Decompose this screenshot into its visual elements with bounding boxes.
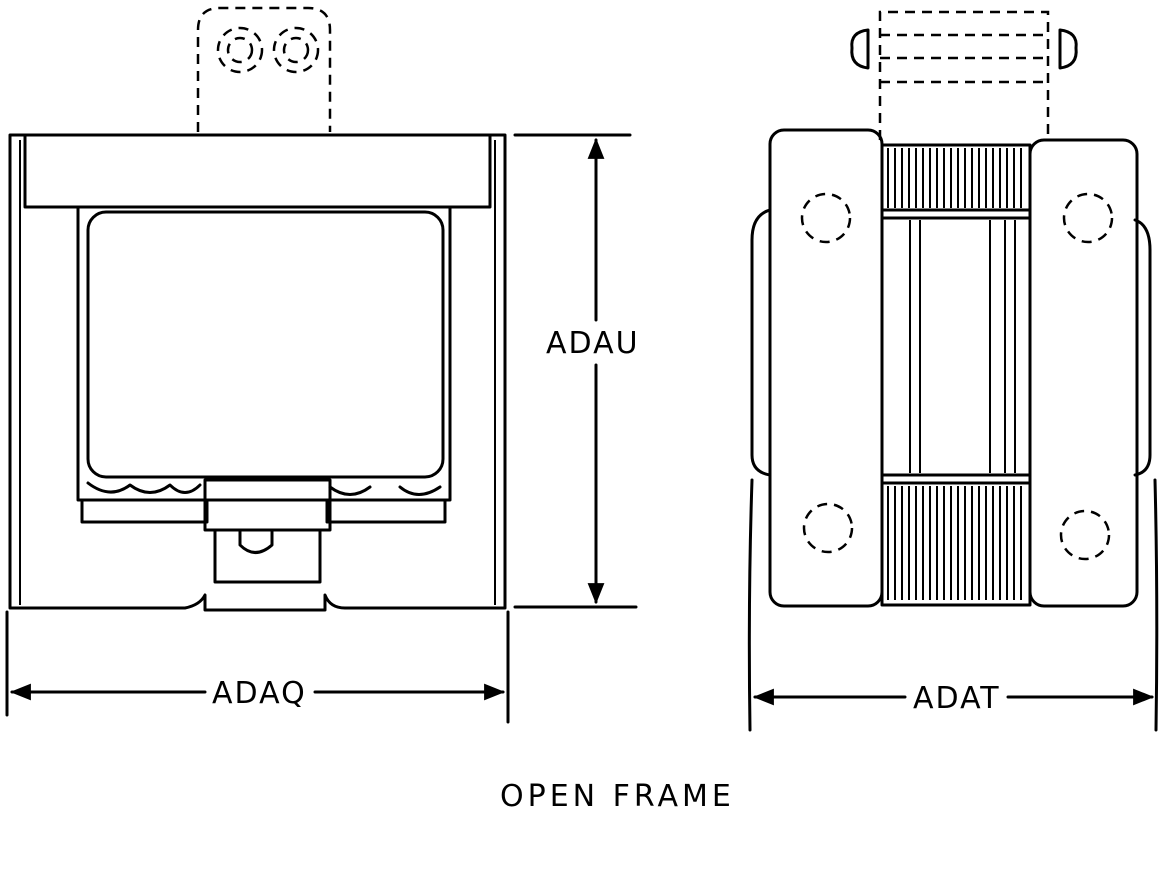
top-bracket — [23, 133, 492, 209]
side-view — [750, 10, 1152, 608]
front-view — [8, 6, 507, 612]
dimension-label-adaq: ADAQ — [212, 676, 307, 711]
terminal-tab-hidden — [196, 6, 332, 132]
bobbin — [880, 143, 1032, 607]
caption: OPEN FRAME — [500, 779, 735, 814]
dimension-adat: ADAT — [747, 478, 1159, 732]
left-core-plate — [768, 128, 884, 608]
frame-outline — [8, 133, 507, 612]
right-core-plate — [1028, 138, 1139, 608]
dimension-adau: ADAU — [513, 133, 640, 609]
dimension-label-adat: ADAT — [913, 681, 1001, 716]
dimension-adaq: ADAQ — [5, 610, 510, 724]
coil — [86, 210, 445, 479]
dimension-label-adau: ADAU — [546, 326, 640, 361]
winding-loops-left — [86, 481, 202, 494]
terminal-block — [213, 528, 322, 584]
terminal-hidden — [878, 10, 1050, 140]
